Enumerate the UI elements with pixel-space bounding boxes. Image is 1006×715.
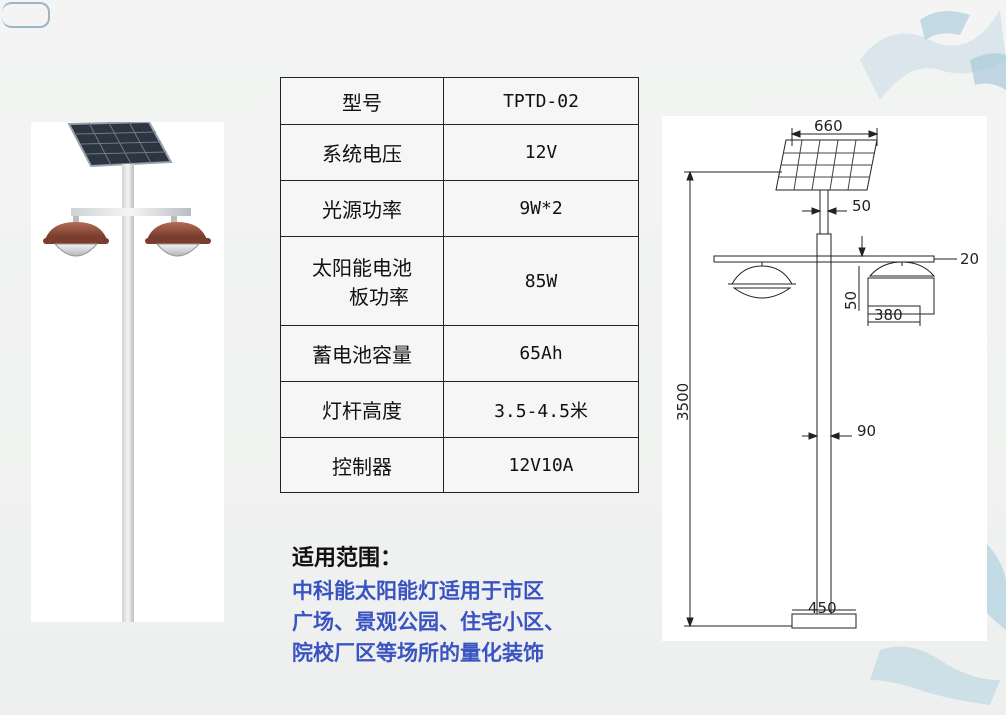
- dim-panel-width: 660: [814, 117, 843, 135]
- lamp-left: [43, 216, 109, 257]
- table-row: 灯杆高度 3.5-4.5米: [280, 381, 639, 438]
- spec-label: 控制器: [280, 437, 444, 493]
- dim-pole-top: 50: [852, 197, 871, 215]
- watercolor-decoration-top: [860, 10, 1006, 100]
- spec-value: TPTD-02: [443, 77, 639, 125]
- spec-label: 灯杆高度: [280, 381, 444, 438]
- spec-label: 型号: [280, 77, 444, 125]
- table-row: 型号 TPTD-02: [280, 77, 639, 125]
- table-row: 控制器 12V10A: [280, 437, 639, 493]
- dimension-drawing: 660 50 20: [674, 117, 979, 629]
- dim-lamp-width: 380: [874, 306, 903, 324]
- scope-line: 广场、景观公园、住宅小区、: [292, 610, 565, 634]
- spec-label: 蓄电池容量: [280, 325, 444, 382]
- dim-arm: 20: [960, 250, 979, 268]
- lamp-right: [145, 216, 211, 257]
- spec-value: 65Ah: [443, 325, 639, 382]
- spec-table: 型号 TPTD-02 系统电压 12V 光源功率 9W*2 太阳能电池 板功率 …: [280, 77, 639, 493]
- product-photo: [31, 120, 224, 622]
- spec-label-line: 板功率: [349, 285, 409, 309]
- spec-label-line: 太阳能电池: [312, 256, 412, 280]
- spec-value: 12V10A: [443, 437, 639, 493]
- table-row: 蓄电池容量 65Ah: [280, 325, 639, 382]
- dim-pole-diameter: 90: [857, 422, 876, 440]
- technical-drawing: 660 50 20: [662, 116, 987, 641]
- spec-value: 12V: [443, 124, 639, 181]
- spec-label: 系统电压: [280, 124, 444, 181]
- spec-value: 85W: [443, 236, 639, 326]
- scope-title: 适用范围：: [292, 546, 403, 571]
- dim-base-width: 450: [808, 599, 837, 617]
- solar-panel: [67, 120, 173, 168]
- scope-line: 中科能太阳能灯适用于市区: [292, 579, 544, 603]
- spec-value: 3.5-4.5米: [443, 381, 639, 438]
- spec-value: 9W*2: [443, 180, 639, 237]
- spec-label: 光源功率: [280, 180, 444, 237]
- scope-line: 院校厂区等场所的量化装饰: [292, 641, 544, 665]
- table-row: 太阳能电池 板功率 85W: [280, 236, 639, 326]
- dim-lamp-drop: 50: [842, 291, 860, 310]
- corner-decoration: [2, 2, 50, 28]
- spec-label: 太阳能电池 板功率: [280, 236, 444, 326]
- table-row: 系统电压 12V: [280, 124, 639, 181]
- dim-height: 3500: [674, 383, 692, 421]
- table-row: 光源功率 9W*2: [280, 180, 639, 237]
- solar-lamp-illustration: [43, 120, 211, 622]
- application-scope: 适用范围： 中科能太阳能灯适用于市区 广场、景观公园、住宅小区、 院校厂区等场所…: [292, 540, 652, 669]
